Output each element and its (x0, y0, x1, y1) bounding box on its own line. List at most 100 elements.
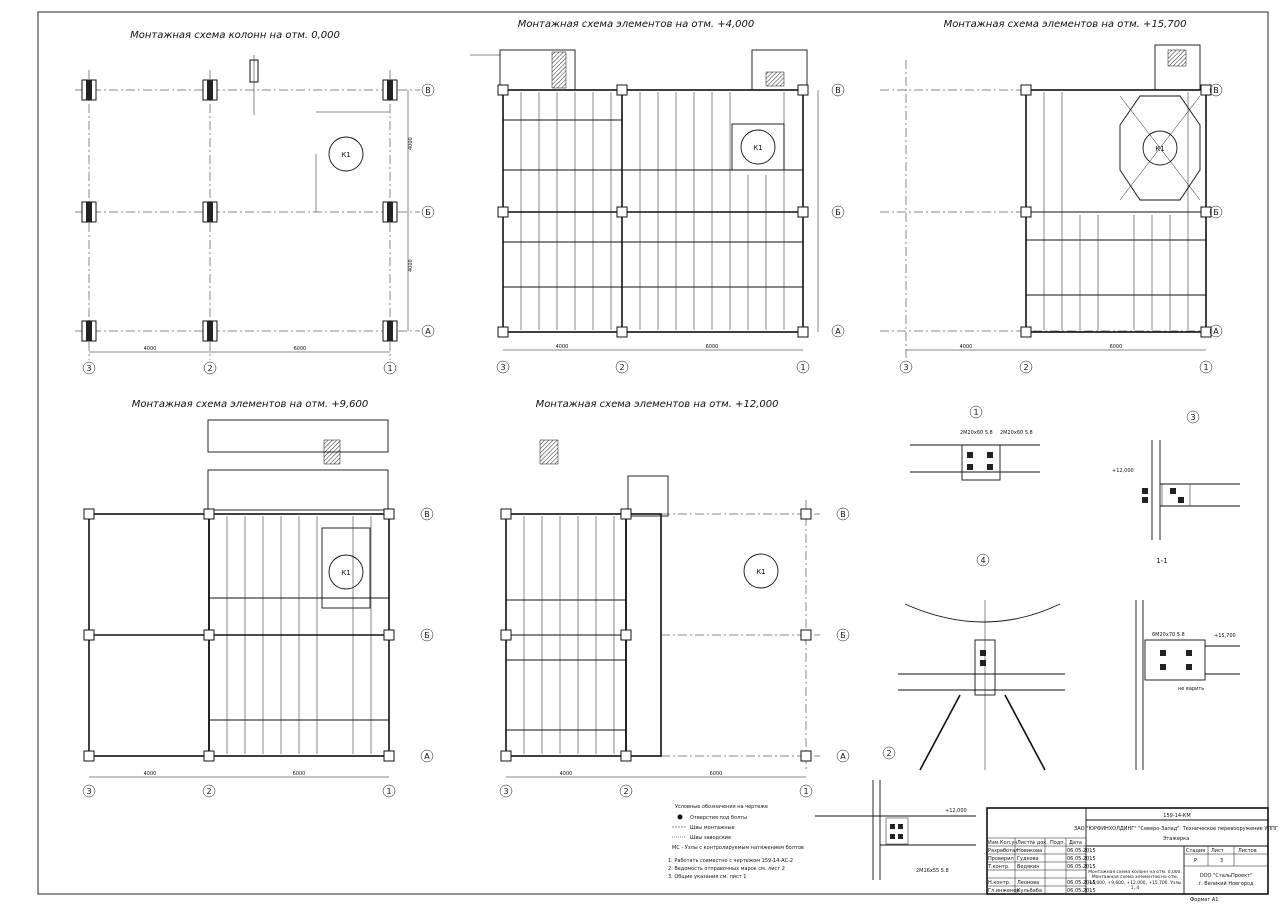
svg-text:г. Великий Новгород: г. Великий Новгород (1198, 880, 1254, 887)
svg-text:не варить: не варить (1178, 686, 1204, 692)
plan-title: Монтажная схема элементов на отм. +4,000 (518, 19, 755, 30)
svg-text:Б: Б (1213, 208, 1219, 217)
svg-text:2М20х60 5.8: 2М20х60 5.8 (1000, 430, 1033, 436)
svg-text:В: В (1213, 86, 1219, 95)
node-3-detail: 3 +12,000 (1112, 410, 1240, 540)
svg-text:4000: 4000 (960, 344, 973, 350)
svg-text:1-1: 1-1 (1156, 557, 1167, 565)
svg-text:2М16х55 5.8: 2М16х55 5.8 (916, 868, 949, 874)
svg-text:3: 3 (1220, 858, 1223, 864)
svg-text:Разработал: Разработал (988, 848, 1018, 854)
node-2-detail: 2 +12,000 2М16х55 5.8 (815, 746, 976, 880)
svg-text:6М20х70 5.8: 6М20х70 5.8 (1152, 632, 1185, 638)
svg-text:4000: 4000 (560, 771, 573, 777)
svg-text:Подп.: Подп. (1050, 840, 1066, 846)
svg-text:3: 3 (903, 363, 908, 372)
plan-title: Монтажная схема элементов на отм. +15,70… (944, 19, 1187, 30)
svg-text:Кульбаба: Кульбаба (1017, 888, 1042, 894)
svg-text:1: 1 (386, 787, 391, 796)
svg-text:Т.контр.: Т.контр. (987, 864, 1010, 870)
svg-text:4000: 4000 (408, 259, 414, 272)
dim-4000: 4000 (144, 346, 157, 352)
svg-text:Листов: Листов (1238, 848, 1257, 854)
svg-text:Новикова: Новикова (1017, 848, 1042, 854)
svg-text:2: 2 (619, 363, 624, 372)
node-1-detail: 1 2М20х60 5.8 2М20х60 5.8 (910, 405, 1040, 481)
svg-text:2: 2 (1023, 363, 1028, 372)
svg-text:2: 2 (886, 749, 891, 758)
svg-text:06.05.2015: 06.05.2015 (1067, 856, 1096, 862)
svg-text:В: В (424, 510, 430, 519)
svg-text:Формат А1: Формат А1 (1190, 897, 1218, 903)
svg-text:6000: 6000 (293, 771, 306, 777)
svg-text:Н.контр.: Н.контр. (988, 880, 1011, 886)
section-1-1-detail: 1-1 +15,700 6М20х70 5.8 не варить (1135, 557, 1240, 770)
svg-text:+12,000: +12,000 (945, 808, 967, 814)
svg-text:3: 3 (500, 363, 505, 372)
plan-elements-15700: Монтажная схема элементов на отм. +15,70… (880, 19, 1223, 374)
svg-text:Б: Б (835, 208, 841, 217)
svg-text:06.05.2015: 06.05.2015 (1067, 880, 1096, 886)
svg-text:Б: Б (425, 208, 431, 217)
svg-text:2: 2 (206, 787, 211, 796)
svg-text:4000: 4000 (144, 771, 157, 777)
svg-text:В: В (835, 86, 841, 95)
svg-text:В: В (840, 510, 846, 519)
svg-text:Гудкова: Гудкова (1017, 856, 1039, 862)
k1-label: К1 (753, 144, 762, 152)
node-4-detail: 4 (898, 553, 1065, 771)
svg-text:2. Ведомость отправочных марок: 2. Ведомость отправочных марок см. лист … (668, 866, 785, 872)
svg-text:1: 1 (973, 408, 978, 417)
svg-text:ООО "СтальПроект": ООО "СтальПроект" (1200, 873, 1253, 879)
svg-text:3: 3 (503, 787, 508, 796)
plan-columns-0000: Монтажная схема колонн на отм. 0,000 К1 (75, 30, 435, 375)
svg-text:Леонова: Леонова (1017, 880, 1039, 886)
svg-text:МС - Узлы с контролируемым нат: МС - Узлы с контролируемым натяжением бо… (672, 845, 804, 851)
svg-text:Б: Б (424, 631, 430, 640)
plan-elements-4000: Монтажная схема элементов на отм. +4,000 (470, 19, 845, 374)
svg-text:Проверил: Проверил (988, 856, 1014, 862)
svg-text:3: 3 (1190, 413, 1195, 422)
svg-text:4000: 4000 (408, 137, 414, 150)
svg-text:6000: 6000 (1110, 344, 1123, 350)
svg-text:А: А (424, 752, 430, 761)
svg-text:Стадия: Стадия (1186, 848, 1205, 854)
svg-text:6000: 6000 (710, 771, 723, 777)
svg-text:06.05.2015: 06.05.2015 (1067, 848, 1096, 854)
plan-title: Монтажная схема элементов на отм. +9,600 (132, 399, 369, 410)
svg-text:+15,700: +15,700 (1214, 633, 1236, 639)
svg-text:+12,000: +12,000 (1112, 468, 1134, 474)
svg-text:А: А (1213, 327, 1219, 336)
svg-text:Лист: Лист (1211, 848, 1224, 854)
svg-text:Условные обозначения на чертеж: Условные обозначения на чертеже (675, 804, 768, 810)
plan-elements-12000: Монтажная схема элементов на отм. +12,00… (499, 399, 850, 798)
plan-title: Монтажная схема колонн на отм. 0,000 (130, 30, 340, 41)
svg-text:Швы заводские: Швы заводские (690, 835, 731, 841)
dim-6000: 6000 (294, 346, 307, 352)
svg-text:Р: Р (1194, 858, 1197, 864)
svg-text:Б: Б (840, 631, 846, 640)
k1-label: К1 (1155, 145, 1164, 153)
svg-text:159-14-КМ: 159-14-КМ (1163, 813, 1190, 819)
svg-text:Этажерка: Этажерка (1163, 836, 1189, 842)
svg-text:1: 1 (803, 787, 808, 796)
svg-text:Лист: Лист (1017, 840, 1030, 846)
k1-label: К1 (341, 151, 350, 159)
svg-text:3: 3 (86, 787, 91, 796)
svg-text:2: 2 (623, 787, 628, 796)
legend: Условные обозначения на чертеже Отверсти… (668, 804, 804, 880)
svg-text:1: 1 (1203, 363, 1208, 372)
svg-text:Отверстия под болты: Отверстия под болты (690, 815, 747, 821)
plan-elements-9600: Монтажная схема элементов на отм. +9,600… (82, 399, 434, 798)
svg-text:Ведякин: Ведякин (1017, 864, 1040, 870)
svg-text:2: 2 (207, 364, 212, 373)
svg-text:А: А (425, 327, 431, 336)
column-marks (81, 79, 398, 342)
svg-text:06.05.2015: 06.05.2015 (1067, 888, 1096, 894)
svg-text:1: 1 (800, 363, 805, 372)
svg-text:Швы монтажные: Швы монтажные (690, 825, 735, 831)
axis-bubbles: В Б А 3 2 1 (82, 83, 435, 375)
svg-text:4000: 4000 (556, 344, 569, 350)
svg-text:А: А (840, 752, 846, 761)
